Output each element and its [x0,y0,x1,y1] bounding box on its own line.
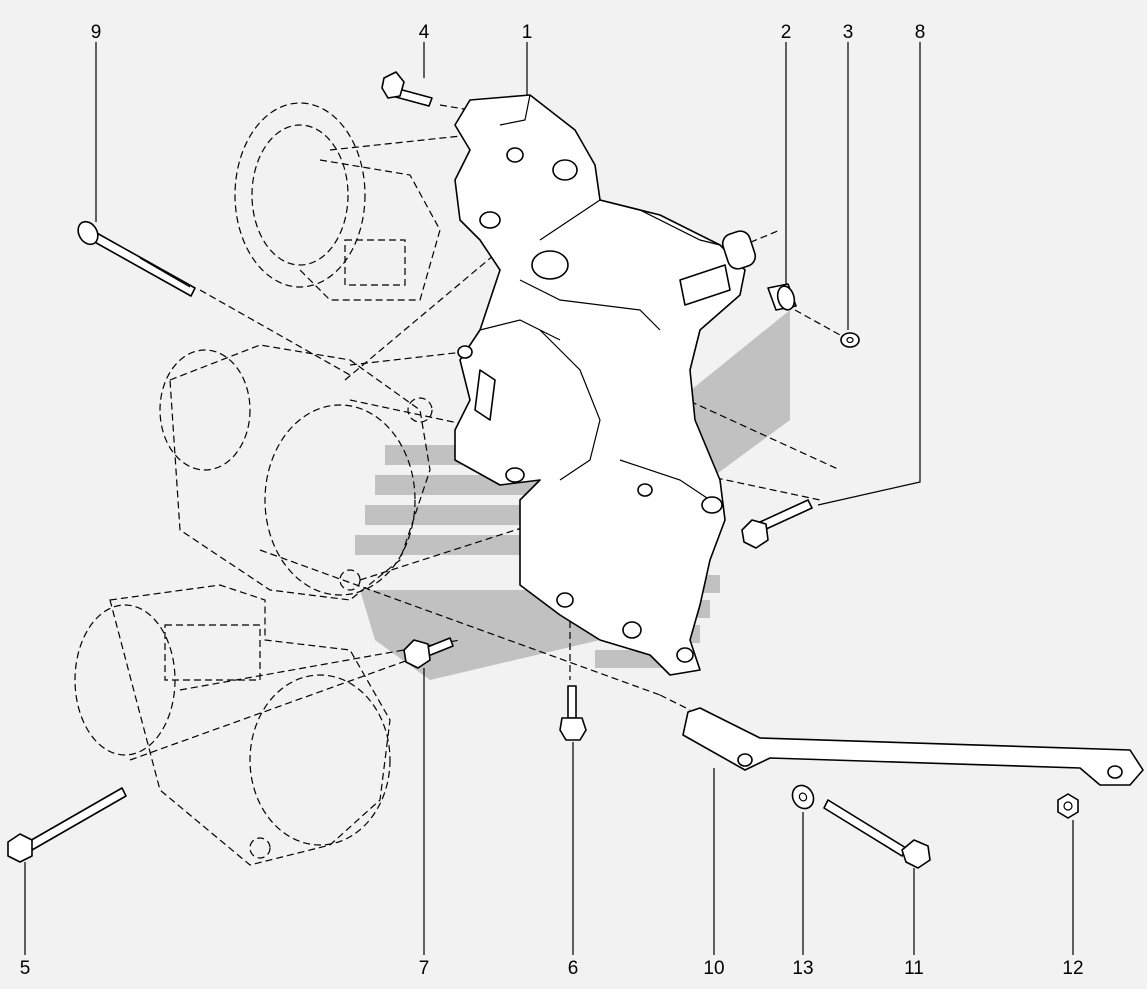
callout-11: 11 [904,958,924,979]
spacer-bushing [767,283,797,311]
leader-lines [24,42,1074,955]
callout-13: 13 [792,958,813,979]
callout-12: 12 [1062,958,1083,979]
callout-3: 3 [843,22,854,43]
long-bolt-5 [7,787,127,863]
callout-4: 4 [419,22,430,43]
washer-13 [791,784,815,810]
ac-compressor-ghost [74,584,391,866]
power-steering-pump-ghost [234,102,441,301]
bolt-6 [559,685,587,741]
strut-bar [682,707,1144,786]
bolt-7 [403,637,454,669]
long-bolt-9 [77,220,196,297]
callout-10: 10 [703,958,724,979]
callout-6: 6 [568,958,579,979]
callout-7: 7 [419,958,430,979]
callout-8: 8 [915,22,926,43]
bolt-8 [741,499,813,549]
callout-labels: 1 2 3 4 5 6 7 8 9 10 11 12 13 [20,22,1084,979]
mounting-bracket [454,94,757,676]
washer [840,332,860,348]
bolt-4 [381,71,433,107]
nut-12 [1057,793,1079,819]
bolt-11 [823,799,931,869]
callout-2: 2 [781,22,792,43]
callout-9: 9 [91,22,102,43]
callout-1: 1 [522,22,533,43]
callout-5: 5 [20,958,31,979]
alternator-ghost [159,344,433,601]
